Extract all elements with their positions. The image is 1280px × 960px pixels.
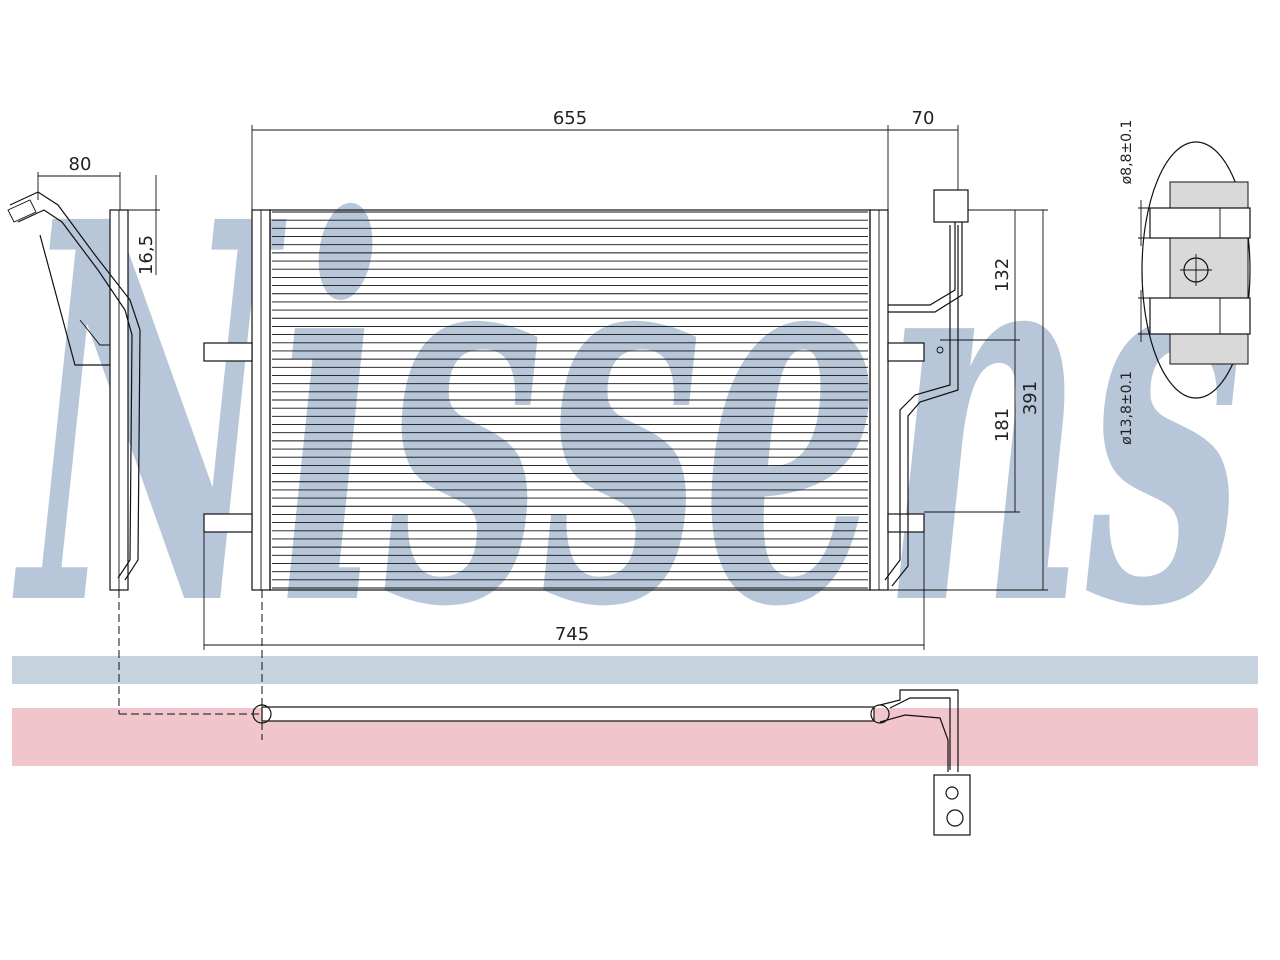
core-fins bbox=[272, 211, 868, 589]
dimension-16-5: 16,5 bbox=[128, 175, 160, 275]
right-pipework bbox=[884, 189, 969, 587]
dim-132-label: 132 bbox=[992, 258, 1013, 292]
pipe-detail: ø8,8±0.1 ø13,8±0.1 bbox=[1119, 120, 1251, 445]
dimension-80: 80 bbox=[37, 154, 121, 210]
dim-391-label: 391 bbox=[1020, 381, 1041, 415]
dim-181-label: 181 bbox=[992, 408, 1013, 442]
dim-655-label: 655 bbox=[553, 108, 587, 129]
dimension-70: 70 bbox=[888, 108, 959, 190]
dimension-vertical: 132 181 391 bbox=[888, 209, 1048, 591]
nissens-watermark: Nissens bbox=[11, 110, 1245, 721]
dimension-655: 655 bbox=[251, 108, 889, 210]
condenser-core bbox=[203, 209, 944, 591]
dim-80-label: 80 bbox=[69, 154, 92, 175]
blue-band bbox=[12, 656, 1258, 684]
top-view bbox=[252, 689, 971, 836]
dim-745-label: 745 bbox=[555, 624, 589, 645]
side-view bbox=[7, 191, 262, 715]
dim-16-5-label: 16,5 bbox=[136, 235, 157, 275]
dim-70-label: 70 bbox=[912, 108, 935, 129]
pipe-dia-small-label: ø8,8±0.1 bbox=[1119, 120, 1135, 185]
pipe-dia-large-label: ø13,8±0.1 bbox=[1119, 371, 1135, 445]
